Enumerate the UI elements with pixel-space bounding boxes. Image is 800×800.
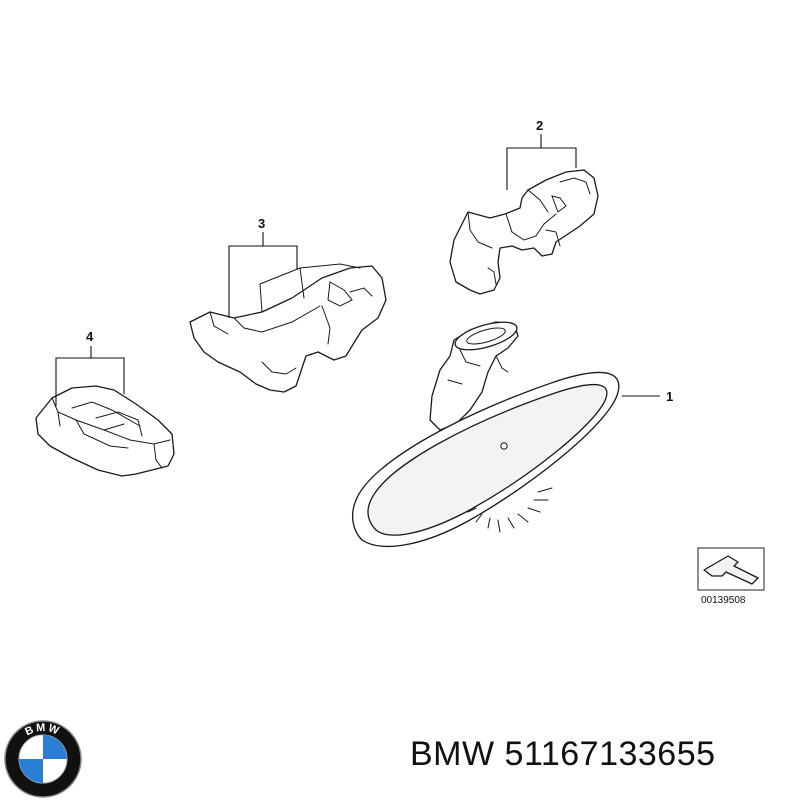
- callout-3: 3: [258, 216, 265, 231]
- caption-brand: BMW: [410, 735, 495, 773]
- svg-text:BMW: BMW: [23, 722, 62, 738]
- caption-part-number: 51167133655: [504, 735, 716, 773]
- reference-box: 00139508: [697, 547, 765, 606]
- bmw-logo: BMW: [4, 720, 82, 798]
- logo-quadrant-blue-2: [19, 759, 43, 783]
- callout-2: 2: [536, 118, 543, 133]
- part-4-trim-cover: [35, 385, 175, 477]
- logo-text: BMW: [23, 722, 60, 738]
- leader-4: [55, 346, 125, 406]
- part-caption: BMW 51167133655: [410, 735, 795, 790]
- part-2-trim-cover: [449, 169, 599, 295]
- callout-4: 4: [86, 329, 94, 344]
- part-3-trim-cover: [189, 263, 387, 393]
- arrow-icon: [703, 555, 759, 585]
- logo-quadrant-blue-1: [43, 735, 67, 759]
- leader-3: [228, 232, 298, 318]
- part-1-rearview-mirror: [351, 321, 620, 548]
- leader-2: [506, 134, 577, 190]
- reference-code: 00139508: [701, 595, 746, 606]
- callout-1: 1: [666, 389, 673, 404]
